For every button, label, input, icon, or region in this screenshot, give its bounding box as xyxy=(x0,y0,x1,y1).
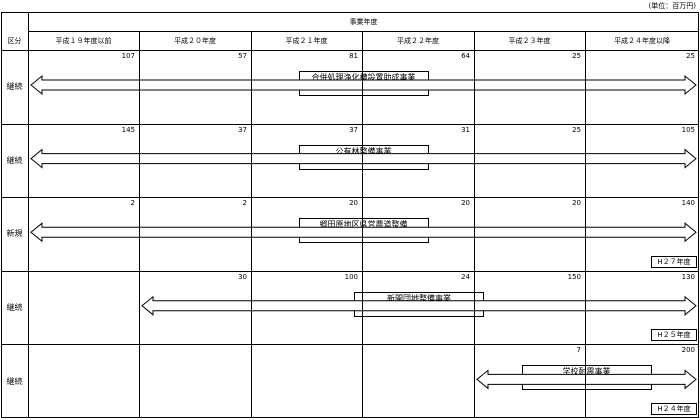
category-header: 区分 xyxy=(7,36,22,45)
schedule-arrow xyxy=(141,295,697,316)
schedule-arrow xyxy=(476,369,697,390)
year-header-4: 平成２３年度 xyxy=(508,36,551,45)
grid-vline xyxy=(251,31,252,418)
year-amount: 100 xyxy=(344,272,358,281)
year-amount: 25 xyxy=(572,125,581,134)
row-category: 継続 xyxy=(6,376,23,386)
year-amount: 7 xyxy=(576,346,581,355)
year-amount: 2 xyxy=(130,199,135,208)
grid-hline xyxy=(1,197,699,199)
year-amount: 37 xyxy=(349,125,358,134)
row-category: 継続 xyxy=(6,82,23,92)
project-name: 新開団地整備事業 xyxy=(387,293,451,303)
year-amount: 20 xyxy=(572,199,581,208)
project-name: 公有林整備事業 xyxy=(335,146,392,156)
year-amount: 81 xyxy=(349,52,358,60)
year-amount: 57 xyxy=(238,52,247,60)
project-name: 学校耐震事業 xyxy=(562,367,611,377)
grid-hline xyxy=(1,417,699,418)
year-header-0: 平成１９年度以前 xyxy=(55,36,112,45)
end-year-badge: H２４年度 xyxy=(651,403,697,415)
year-amount: 105 xyxy=(681,125,695,134)
row-category: 新規 xyxy=(6,229,23,239)
grid-hline xyxy=(1,270,699,272)
year-amount: 2 xyxy=(242,199,247,208)
grid-hline xyxy=(1,50,699,51)
grid-hline xyxy=(28,31,699,32)
grid-vline xyxy=(362,31,363,418)
year-amount: 25 xyxy=(686,52,695,60)
span-title-header: 事業年度 xyxy=(349,17,378,26)
year-amount: 150 xyxy=(567,272,581,281)
year-header-1: 平成２０年度 xyxy=(174,36,216,45)
year-amount: 25 xyxy=(572,52,581,60)
year-header-5: 平成２４年度以降 xyxy=(614,36,670,45)
year-amount: 20 xyxy=(461,199,470,208)
year-amount: 20 xyxy=(349,199,358,208)
grid-vline xyxy=(698,12,699,418)
year-header-2: 平成２１年度 xyxy=(285,36,328,45)
grid-vline xyxy=(1,12,2,418)
year-amount: 64 xyxy=(461,52,470,60)
end-year-badge: H２５年度 xyxy=(651,329,697,342)
unit-note: (単位：百万円) xyxy=(648,2,696,10)
year-amount: 37 xyxy=(238,125,247,134)
year-amount: 130 xyxy=(681,272,695,281)
project-name: 郷田原地区県営農道整備 xyxy=(319,220,408,230)
grid-vline xyxy=(139,31,140,418)
schedule-arrow xyxy=(30,222,697,243)
schedule-arrows xyxy=(30,74,697,390)
project-schedule-table: 事業年度 区分 平成１９年度以前 平成２０年度 平成２１年度 平成２２年度 平成… xyxy=(1,12,699,418)
year-header-3: 平成２２年度 xyxy=(397,36,439,45)
grid-hline xyxy=(1,344,699,346)
grid-vline xyxy=(28,12,29,418)
row-category: 継続 xyxy=(6,155,23,165)
schedule-arrow xyxy=(30,148,697,169)
schedule-arrow xyxy=(30,74,697,96)
end-year-badge: H２７年度 xyxy=(651,255,697,268)
grid-vline xyxy=(474,31,475,418)
year-amount: 30 xyxy=(238,272,247,281)
year-amount: 31 xyxy=(461,125,470,134)
project-name: 合併処理浄化槽設置助成事業 xyxy=(311,73,416,82)
year-amount: 140 xyxy=(681,199,695,208)
grid-hline xyxy=(1,123,699,125)
row-category: 継続 xyxy=(6,303,23,313)
year-amount: 107 xyxy=(121,52,135,60)
year-amount: 200 xyxy=(681,346,695,355)
grid-vline xyxy=(585,31,586,418)
year-amount: 145 xyxy=(121,125,135,134)
grid-hline xyxy=(1,12,699,13)
year-amount: 24 xyxy=(461,272,470,281)
